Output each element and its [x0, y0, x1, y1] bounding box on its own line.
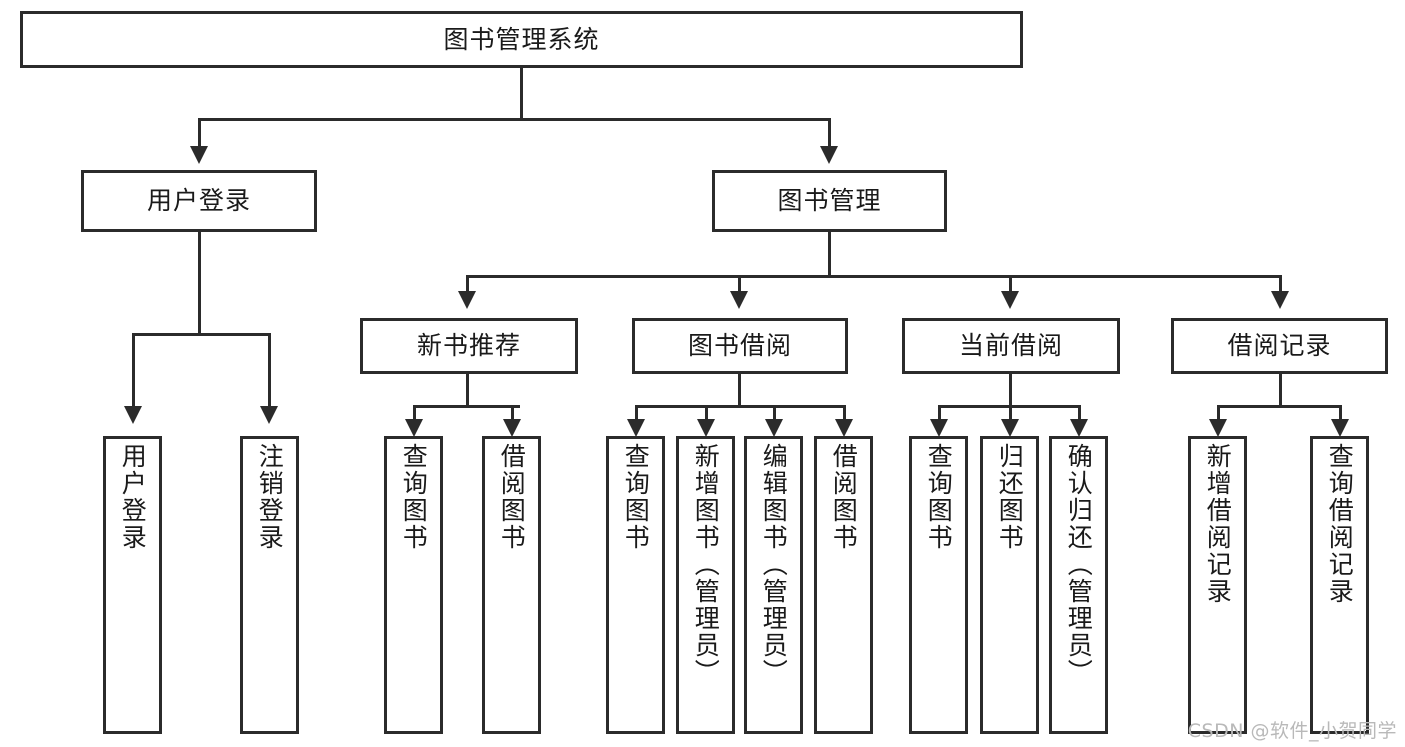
- arrowhead-to-leaf-user-login: [124, 406, 142, 424]
- arrowhead-to-book-borrow: [730, 291, 748, 309]
- node-new-book-recommend[interactable]: 新书推荐: [360, 318, 578, 374]
- node-label: 图书管理系统: [443, 24, 600, 54]
- arrowhead-to-leaf-nb-0: [405, 419, 423, 437]
- arrowhead-to-leaf-bb-1: [697, 419, 715, 437]
- leaf-label: 归还图书: [995, 443, 1025, 551]
- connector-to-leaf-bb-1: [705, 405, 708, 421]
- leaf-label: 编辑图书（管理员）: [759, 443, 789, 686]
- leaf-new-book-borrow-book[interactable]: 借阅图书: [482, 436, 541, 734]
- connector-to-leaf-nb-1: [511, 405, 514, 421]
- leaf-new-book-query-book[interactable]: 查询图书: [384, 436, 443, 734]
- leaf-book-borrow-query-book[interactable]: 查询图书: [606, 436, 665, 734]
- node-current-borrow[interactable]: 当前借阅: [902, 318, 1120, 374]
- connector-root-stem: [520, 68, 523, 118]
- connector-borrow-record-stem: [1279, 374, 1282, 407]
- leaf-borrow-record-query-record[interactable]: 查询借阅记录: [1310, 436, 1369, 734]
- arrowhead-to-leaf-cb-0: [930, 419, 948, 437]
- arrowhead-to-leaf-cb-2: [1070, 419, 1088, 437]
- connector-to-leaf-cb-2: [1078, 405, 1081, 421]
- node-label: 借阅记录: [1227, 331, 1332, 361]
- connector-level3-bar: [466, 275, 1279, 278]
- node-label: 用户登录: [146, 186, 251, 216]
- connector-book-borrow-stem: [738, 374, 741, 407]
- connector-to-leaf-bb-3: [843, 405, 846, 421]
- leaf-label: 借阅图书: [829, 443, 859, 551]
- arrowhead-to-leaf-br-0: [1209, 419, 1227, 437]
- leaf-label: 查询图书: [924, 443, 954, 551]
- arrowhead-to-leaf-cb-1: [1001, 419, 1019, 437]
- connector-to-leaf-br-0: [1217, 405, 1220, 421]
- connector-new-book-bar: [413, 405, 520, 408]
- connector-to-current-borrow: [1009, 275, 1012, 293]
- leaf-book-borrow-add-book[interactable]: 新增图书（管理员）: [676, 436, 735, 734]
- arrowhead-to-leaf-bb-3: [835, 419, 853, 437]
- leaf-label: 注销登录: [255, 443, 285, 551]
- leaf-current-borrow-return-book[interactable]: 归还图书: [980, 436, 1039, 734]
- connector-level2-bar: [198, 118, 830, 121]
- leaf-label: 用户登录: [118, 443, 148, 551]
- connector-borrow-record-bar: [1217, 405, 1342, 408]
- arrowhead-to-borrow-record: [1271, 291, 1289, 309]
- node-label: 当前借阅: [958, 331, 1063, 361]
- connector-to-leaf-bb-0: [635, 405, 638, 421]
- connector-user-login-bar: [132, 333, 270, 336]
- arrowhead-to-book-manage: [820, 146, 838, 164]
- connector-to-book-manage: [828, 118, 831, 148]
- leaf-user-login-logout[interactable]: 注销登录: [240, 436, 299, 734]
- arrowhead-to-leaf-logout: [260, 406, 278, 424]
- connector-current-borrow-stem: [1009, 374, 1012, 407]
- leaf-label: 新增借阅记录: [1203, 443, 1233, 605]
- node-label: 图书借阅: [687, 331, 792, 361]
- connector-to-leaf-br-1: [1339, 405, 1342, 421]
- node-label: 新书推荐: [416, 331, 521, 361]
- arrowhead-to-leaf-br-1: [1331, 419, 1349, 437]
- connector-user-login-stem: [198, 232, 201, 335]
- leaf-borrow-record-add-record[interactable]: 新增借阅记录: [1188, 436, 1247, 734]
- arrowhead-to-leaf-nb-1: [503, 419, 521, 437]
- connector-to-leaf-bb-2: [773, 405, 776, 421]
- leaf-label: 查询图书: [621, 443, 651, 551]
- node-book-borrow[interactable]: 图书借阅: [632, 318, 848, 374]
- leaf-label: 查询借阅记录: [1325, 443, 1355, 605]
- node-user-login[interactable]: 用户登录: [81, 170, 317, 232]
- arrowhead-to-user-login: [190, 146, 208, 164]
- leaf-book-borrow-borrow-book[interactable]: 借阅图书: [814, 436, 873, 734]
- node-borrow-record[interactable]: 借阅记录: [1171, 318, 1388, 374]
- leaf-label: 查询图书: [399, 443, 429, 551]
- connector-to-leaf-cb-0: [938, 405, 941, 421]
- connector-to-user-login: [198, 118, 201, 148]
- connector-to-borrow-record: [1279, 275, 1282, 293]
- node-label: 图书管理: [777, 186, 882, 216]
- connector-to-book-borrow: [738, 275, 741, 293]
- leaf-current-borrow-confirm-return[interactable]: 确认归还（管理员）: [1049, 436, 1108, 734]
- connector-to-leaf-cb-1: [1009, 405, 1012, 421]
- arrowhead-to-leaf-bb-0: [627, 419, 645, 437]
- leaf-label: 借阅图书: [497, 443, 527, 551]
- connector-to-leaf-user-login: [132, 333, 135, 408]
- connector-new-book-stem: [466, 374, 469, 407]
- leaf-current-borrow-query-book[interactable]: 查询图书: [909, 436, 968, 734]
- leaf-label: 确认归还（管理员）: [1064, 443, 1094, 686]
- csdn-watermark: CSDN @软件_小贺同学: [1187, 720, 1397, 742]
- connector-to-leaf-nb-0: [413, 405, 416, 421]
- leaf-user-login-login[interactable]: 用户登录: [103, 436, 162, 734]
- connector-to-leaf-logout: [268, 333, 271, 408]
- connector-book-manage-stem: [828, 232, 831, 277]
- leaf-label: 新增图书（管理员）: [691, 443, 721, 686]
- leaf-book-borrow-edit-book[interactable]: 编辑图书（管理员）: [744, 436, 803, 734]
- connector-to-new-book: [466, 275, 469, 293]
- connector-book-borrow-bar: [635, 405, 846, 408]
- node-root-system[interactable]: 图书管理系统: [20, 11, 1023, 68]
- arrowhead-to-new-book: [458, 291, 476, 309]
- arrowhead-to-current-borrow: [1001, 291, 1019, 309]
- node-book-manage[interactable]: 图书管理: [712, 170, 947, 232]
- arrowhead-to-leaf-bb-2: [765, 419, 783, 437]
